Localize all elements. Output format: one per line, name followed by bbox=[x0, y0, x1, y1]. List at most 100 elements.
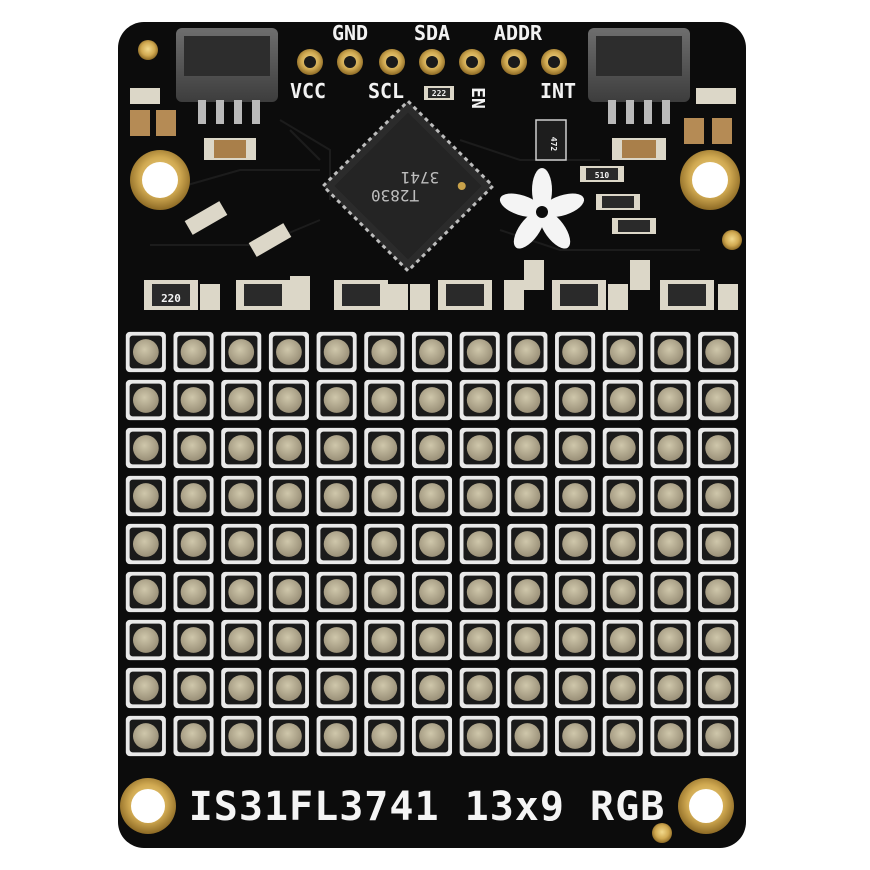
led-9-6 bbox=[364, 715, 405, 757]
led-5-1 bbox=[125, 523, 166, 565]
resistor-label-472: 472 bbox=[549, 137, 558, 152]
led-6-11 bbox=[602, 571, 643, 613]
led-6-7 bbox=[411, 571, 453, 613]
led-2-9 bbox=[507, 379, 548, 421]
led-4-7 bbox=[411, 475, 453, 517]
pin-label-vcc: VCC bbox=[290, 79, 326, 103]
led-9-7 bbox=[411, 715, 453, 757]
led-1-1 bbox=[125, 331, 166, 373]
led-6-6 bbox=[364, 571, 405, 613]
led-1-4 bbox=[268, 331, 309, 373]
led-9-1 bbox=[125, 715, 166, 757]
led-3-2 bbox=[173, 427, 214, 469]
led-3-4 bbox=[268, 427, 309, 469]
led-6-8 bbox=[459, 571, 500, 613]
led-1-7 bbox=[411, 331, 453, 373]
led-7-7 bbox=[411, 619, 453, 661]
led-6-4 bbox=[268, 571, 309, 613]
stemma-connector-right bbox=[588, 28, 690, 124]
via-bottom-right bbox=[652, 823, 672, 843]
pin-label-gnd: GND bbox=[332, 21, 368, 45]
led-3-8 bbox=[459, 427, 500, 469]
led-5-5 bbox=[316, 523, 357, 565]
led-5-13 bbox=[698, 523, 739, 565]
led-3-6 bbox=[364, 427, 405, 469]
led-8-8 bbox=[459, 667, 500, 709]
via-top-left bbox=[138, 40, 158, 60]
pin-label-sda: SDA bbox=[414, 21, 450, 45]
led-3-5 bbox=[316, 427, 357, 469]
led-8-10 bbox=[555, 667, 596, 709]
led-4-4 bbox=[268, 475, 309, 517]
led-1-2 bbox=[173, 331, 214, 373]
resistor-label-222: 222 bbox=[432, 89, 447, 98]
led-2-1 bbox=[125, 379, 166, 421]
led-2-5 bbox=[316, 379, 357, 421]
led-5-7 bbox=[411, 523, 453, 565]
led-1-11 bbox=[602, 331, 643, 373]
led-9-8 bbox=[459, 715, 500, 757]
led-8-11 bbox=[602, 667, 643, 709]
led-1-6 bbox=[364, 331, 405, 373]
resistor-row: 220 bbox=[144, 260, 738, 310]
led-2-6 bbox=[364, 379, 405, 421]
led-9-2 bbox=[173, 715, 214, 757]
board-model-label: IS31FL3741 13x9 RGB bbox=[189, 784, 666, 830]
led-2-8 bbox=[459, 379, 500, 421]
header-pins bbox=[297, 49, 567, 75]
led-5-6 bbox=[364, 523, 405, 565]
led-7-3 bbox=[221, 619, 262, 661]
led-2-10 bbox=[555, 379, 596, 421]
led-1-12 bbox=[650, 331, 691, 373]
led-9-9 bbox=[507, 715, 548, 757]
led-2-7 bbox=[411, 379, 453, 421]
mounting-hole-top-left bbox=[130, 150, 190, 210]
led-6-3 bbox=[221, 571, 262, 613]
led-1-3 bbox=[221, 331, 262, 373]
led-3-12 bbox=[650, 427, 691, 469]
stemma-connector-left bbox=[176, 28, 278, 124]
led-5-3 bbox=[221, 523, 262, 565]
led-9-5 bbox=[316, 715, 357, 757]
chip-text-line1: T2830 bbox=[371, 186, 419, 205]
resistor-label-510: 510 bbox=[595, 171, 610, 180]
led-1-9 bbox=[507, 331, 548, 373]
led-matrix bbox=[125, 331, 739, 757]
led-9-12 bbox=[650, 715, 691, 757]
led-4-9 bbox=[507, 475, 548, 517]
led-2-3 bbox=[221, 379, 262, 421]
led-4-5 bbox=[316, 475, 357, 517]
led-8-9 bbox=[507, 667, 548, 709]
led-2-12 bbox=[650, 379, 691, 421]
led-5-2 bbox=[173, 523, 214, 565]
led-2-13 bbox=[698, 379, 739, 421]
led-4-6 bbox=[364, 475, 405, 517]
led-8-5 bbox=[316, 667, 357, 709]
led-6-5 bbox=[316, 571, 357, 613]
led-3-13 bbox=[698, 427, 739, 469]
led-4-11 bbox=[602, 475, 643, 517]
led-7-11 bbox=[602, 619, 643, 661]
led-1-5 bbox=[316, 331, 357, 373]
led-8-3 bbox=[221, 667, 262, 709]
led-6-12 bbox=[650, 571, 691, 613]
led-6-2 bbox=[173, 571, 214, 613]
led-6-9 bbox=[507, 571, 548, 613]
mounting-hole-top-right bbox=[680, 150, 740, 210]
led-3-7 bbox=[411, 427, 453, 469]
mounting-hole-bottom-right bbox=[678, 778, 734, 834]
pin-label-int: INT bbox=[540, 79, 576, 103]
led-8-4 bbox=[268, 667, 309, 709]
led-1-13 bbox=[698, 331, 739, 373]
led-2-11 bbox=[602, 379, 643, 421]
led-3-3 bbox=[221, 427, 262, 469]
led-3-10 bbox=[555, 427, 596, 469]
pin-label-scl: SCL bbox=[368, 79, 404, 103]
led-7-1 bbox=[125, 619, 166, 661]
led-9-10 bbox=[555, 715, 596, 757]
led-9-4 bbox=[268, 715, 309, 757]
led-1-10 bbox=[555, 331, 596, 373]
led-5-8 bbox=[459, 523, 500, 565]
resistor-label-220: 220 bbox=[161, 292, 181, 305]
led-7-13 bbox=[698, 619, 739, 661]
